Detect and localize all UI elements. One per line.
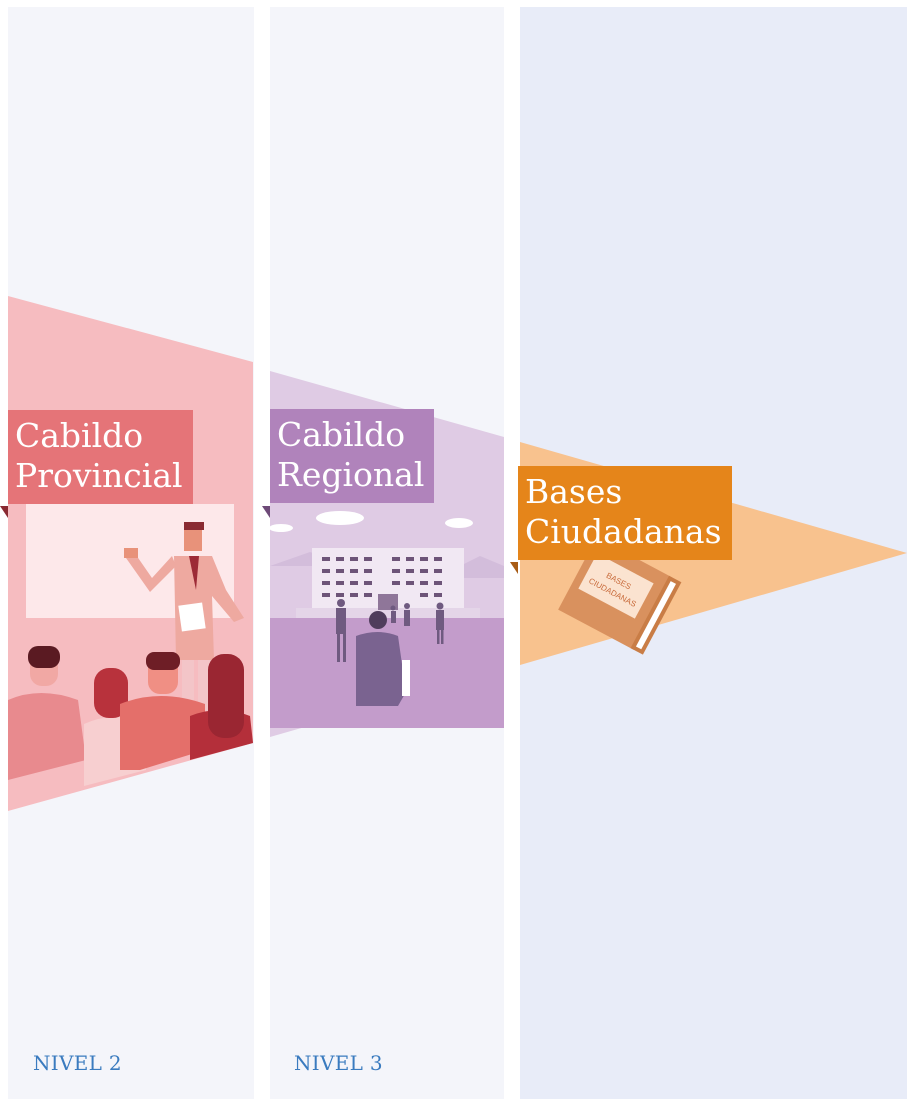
level-label-3: NIVEL 3 [294, 1051, 383, 1075]
label-line: Cabildo [15, 416, 144, 455]
label-line: Cabildo [277, 415, 406, 454]
label-bases-ciudadanas: Bases Ciudadanas [518, 466, 732, 560]
presentation-scene [8, 504, 253, 786]
label-line: Regional [277, 455, 425, 494]
label-line: Provincial [15, 456, 183, 495]
label-line: Ciudadanas [525, 512, 722, 551]
government-building-scene [269, 511, 504, 728]
label-line: Bases [525, 472, 623, 511]
label-cabildo-regional: Cabildo Regional [270, 409, 435, 503]
label-cabildo-provincial: Cabildo Provincial [8, 410, 193, 504]
level-label-2: NIVEL 2 [33, 1051, 122, 1075]
book-illustration: BASES CIUDADANAS [558, 537, 682, 655]
